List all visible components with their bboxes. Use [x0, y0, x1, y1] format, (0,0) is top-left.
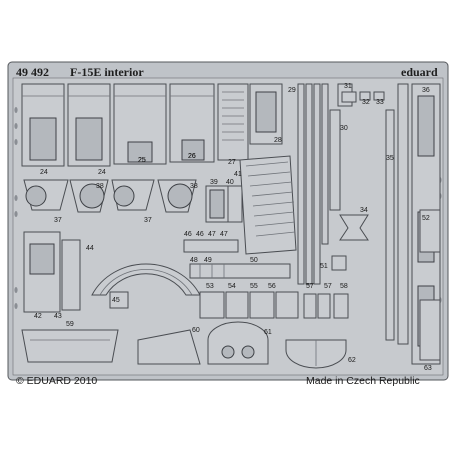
parts-57-58 [303, 293, 349, 319]
pn-46a: 46 [184, 231, 192, 238]
panel-group-top-left [21, 83, 215, 167]
parts-53-56 [199, 291, 299, 319]
parts-46-47 [183, 239, 239, 253]
pn-38a: 38 [96, 183, 104, 190]
parts-48-50 [189, 263, 291, 279]
pn-31: 31 [344, 83, 352, 90]
pn-46b: 46 [196, 231, 204, 238]
pn-62: 62 [348, 357, 356, 364]
pn-45: 45 [112, 297, 120, 304]
pn-55: 55 [250, 283, 258, 290]
pn-53: 53 [206, 283, 214, 290]
part-number-labels: 24 25 26 24 25 26 27 28 29 30 31 32 33 3… [34, 83, 432, 372]
pn-35: 35 [386, 155, 394, 162]
pn-58: 58 [340, 283, 348, 290]
side-panels-42-43 [23, 231, 81, 313]
pn-42: 42 [34, 313, 42, 320]
pn-57b: 57 [324, 283, 332, 290]
pn-56: 56 [268, 283, 276, 290]
pn-47b: 47 [220, 231, 228, 238]
pn-50: 50 [250, 257, 258, 264]
pn-37a: 37 [54, 217, 62, 224]
seat-parts-37-38 [23, 179, 197, 213]
pn-29: 29 [288, 87, 296, 94]
part-52 [419, 209, 441, 253]
parts-39-40 [205, 185, 243, 223]
pn-28: 28 [274, 137, 282, 144]
pn-49: 49 [204, 257, 212, 264]
part-51 [331, 255, 347, 271]
pn-25b: 25 [138, 157, 146, 164]
part-63 [419, 299, 441, 361]
pn-24a: 24 [40, 169, 48, 176]
panel-27-28 [217, 83, 283, 161]
pn-24b: 24 [98, 169, 106, 176]
pn-26a: 26 [188, 153, 196, 160]
pn-25a: 25 [138, 157, 146, 164]
pn-27: 27 [228, 159, 236, 166]
part-61 [207, 321, 269, 365]
fret-title: F-15E interior [70, 65, 144, 79]
pn-34: 34 [360, 207, 368, 214]
copyright-text: © EDUARD 2010 [16, 375, 97, 387]
pn-39: 39 [210, 179, 218, 186]
pn-51: 51 [320, 263, 328, 270]
pn-26b: 26 [188, 153, 196, 160]
pn-54: 54 [228, 283, 236, 290]
pn-37b: 37 [144, 217, 152, 224]
pn-41: 41 [234, 171, 242, 178]
pn-59: 59 [66, 321, 74, 328]
pn-57a: 57 [306, 283, 314, 290]
pn-44: 44 [86, 245, 94, 252]
small-parts-31-33 [341, 91, 385, 103]
pn-32: 32 [362, 99, 370, 106]
pn-63: 63 [424, 365, 432, 372]
bracket-34 [339, 214, 369, 241]
pn-47a: 47 [208, 231, 216, 238]
pn-33: 33 [376, 99, 384, 106]
pn-36: 36 [422, 87, 430, 94]
part-60 [137, 329, 201, 365]
pn-43: 43 [54, 313, 62, 320]
mesh-panel-41 [239, 155, 297, 255]
part-59 [21, 329, 119, 363]
brand-logo: eduard [401, 65, 438, 79]
pn-60: 60 [192, 327, 200, 334]
part-62 [285, 339, 347, 369]
pn-52: 52 [422, 215, 430, 222]
product-code: 49 492 [16, 65, 49, 79]
pn-40: 40 [226, 179, 234, 186]
pn-30: 30 [340, 125, 348, 132]
pn-61: 61 [264, 329, 272, 336]
long-strips-29-30 [297, 83, 353, 285]
origin-text: Made in Czech Republic [306, 375, 420, 387]
pn-48: 48 [190, 257, 198, 264]
pn-38b: 38 [190, 183, 198, 190]
part-45 [109, 291, 129, 309]
